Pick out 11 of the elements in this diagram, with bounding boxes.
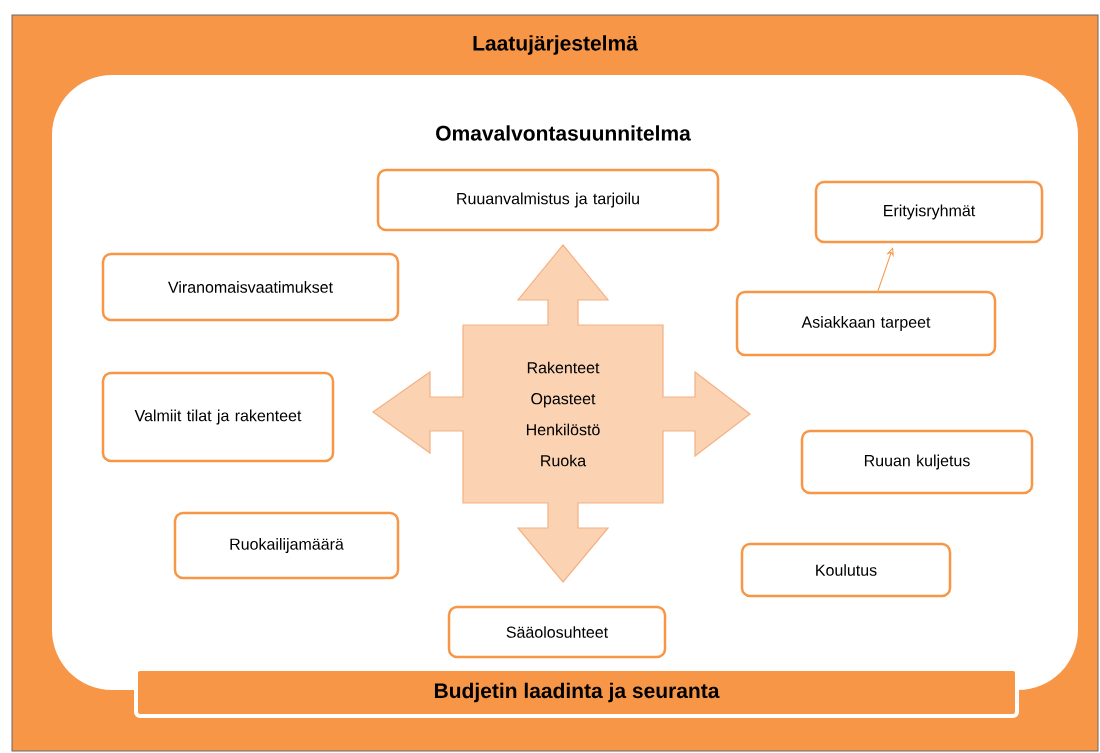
text-box: Valmiit tilat ja rakenteet: [101, 371, 335, 463]
text-box: Asiakkaan tarpeet: [735, 290, 997, 357]
text-box: Sääolosuhteet: [447, 605, 667, 659]
footer-bar: Budjetin laadinta ja seuranta: [134, 667, 1019, 718]
text-box: Koulutus: [740, 542, 952, 598]
text-box: Viranomaisvaatimukset: [101, 252, 400, 322]
text-box: Ruokailijamäärä: [173, 511, 400, 580]
text-box: Ruuan kuljetus: [800, 429, 1034, 495]
text-box: Ruuanvalmistus ja tarjoilu: [376, 168, 720, 232]
arrow: [877, 247, 894, 292]
text-box: Erityisryhmät: [814, 180, 1044, 244]
